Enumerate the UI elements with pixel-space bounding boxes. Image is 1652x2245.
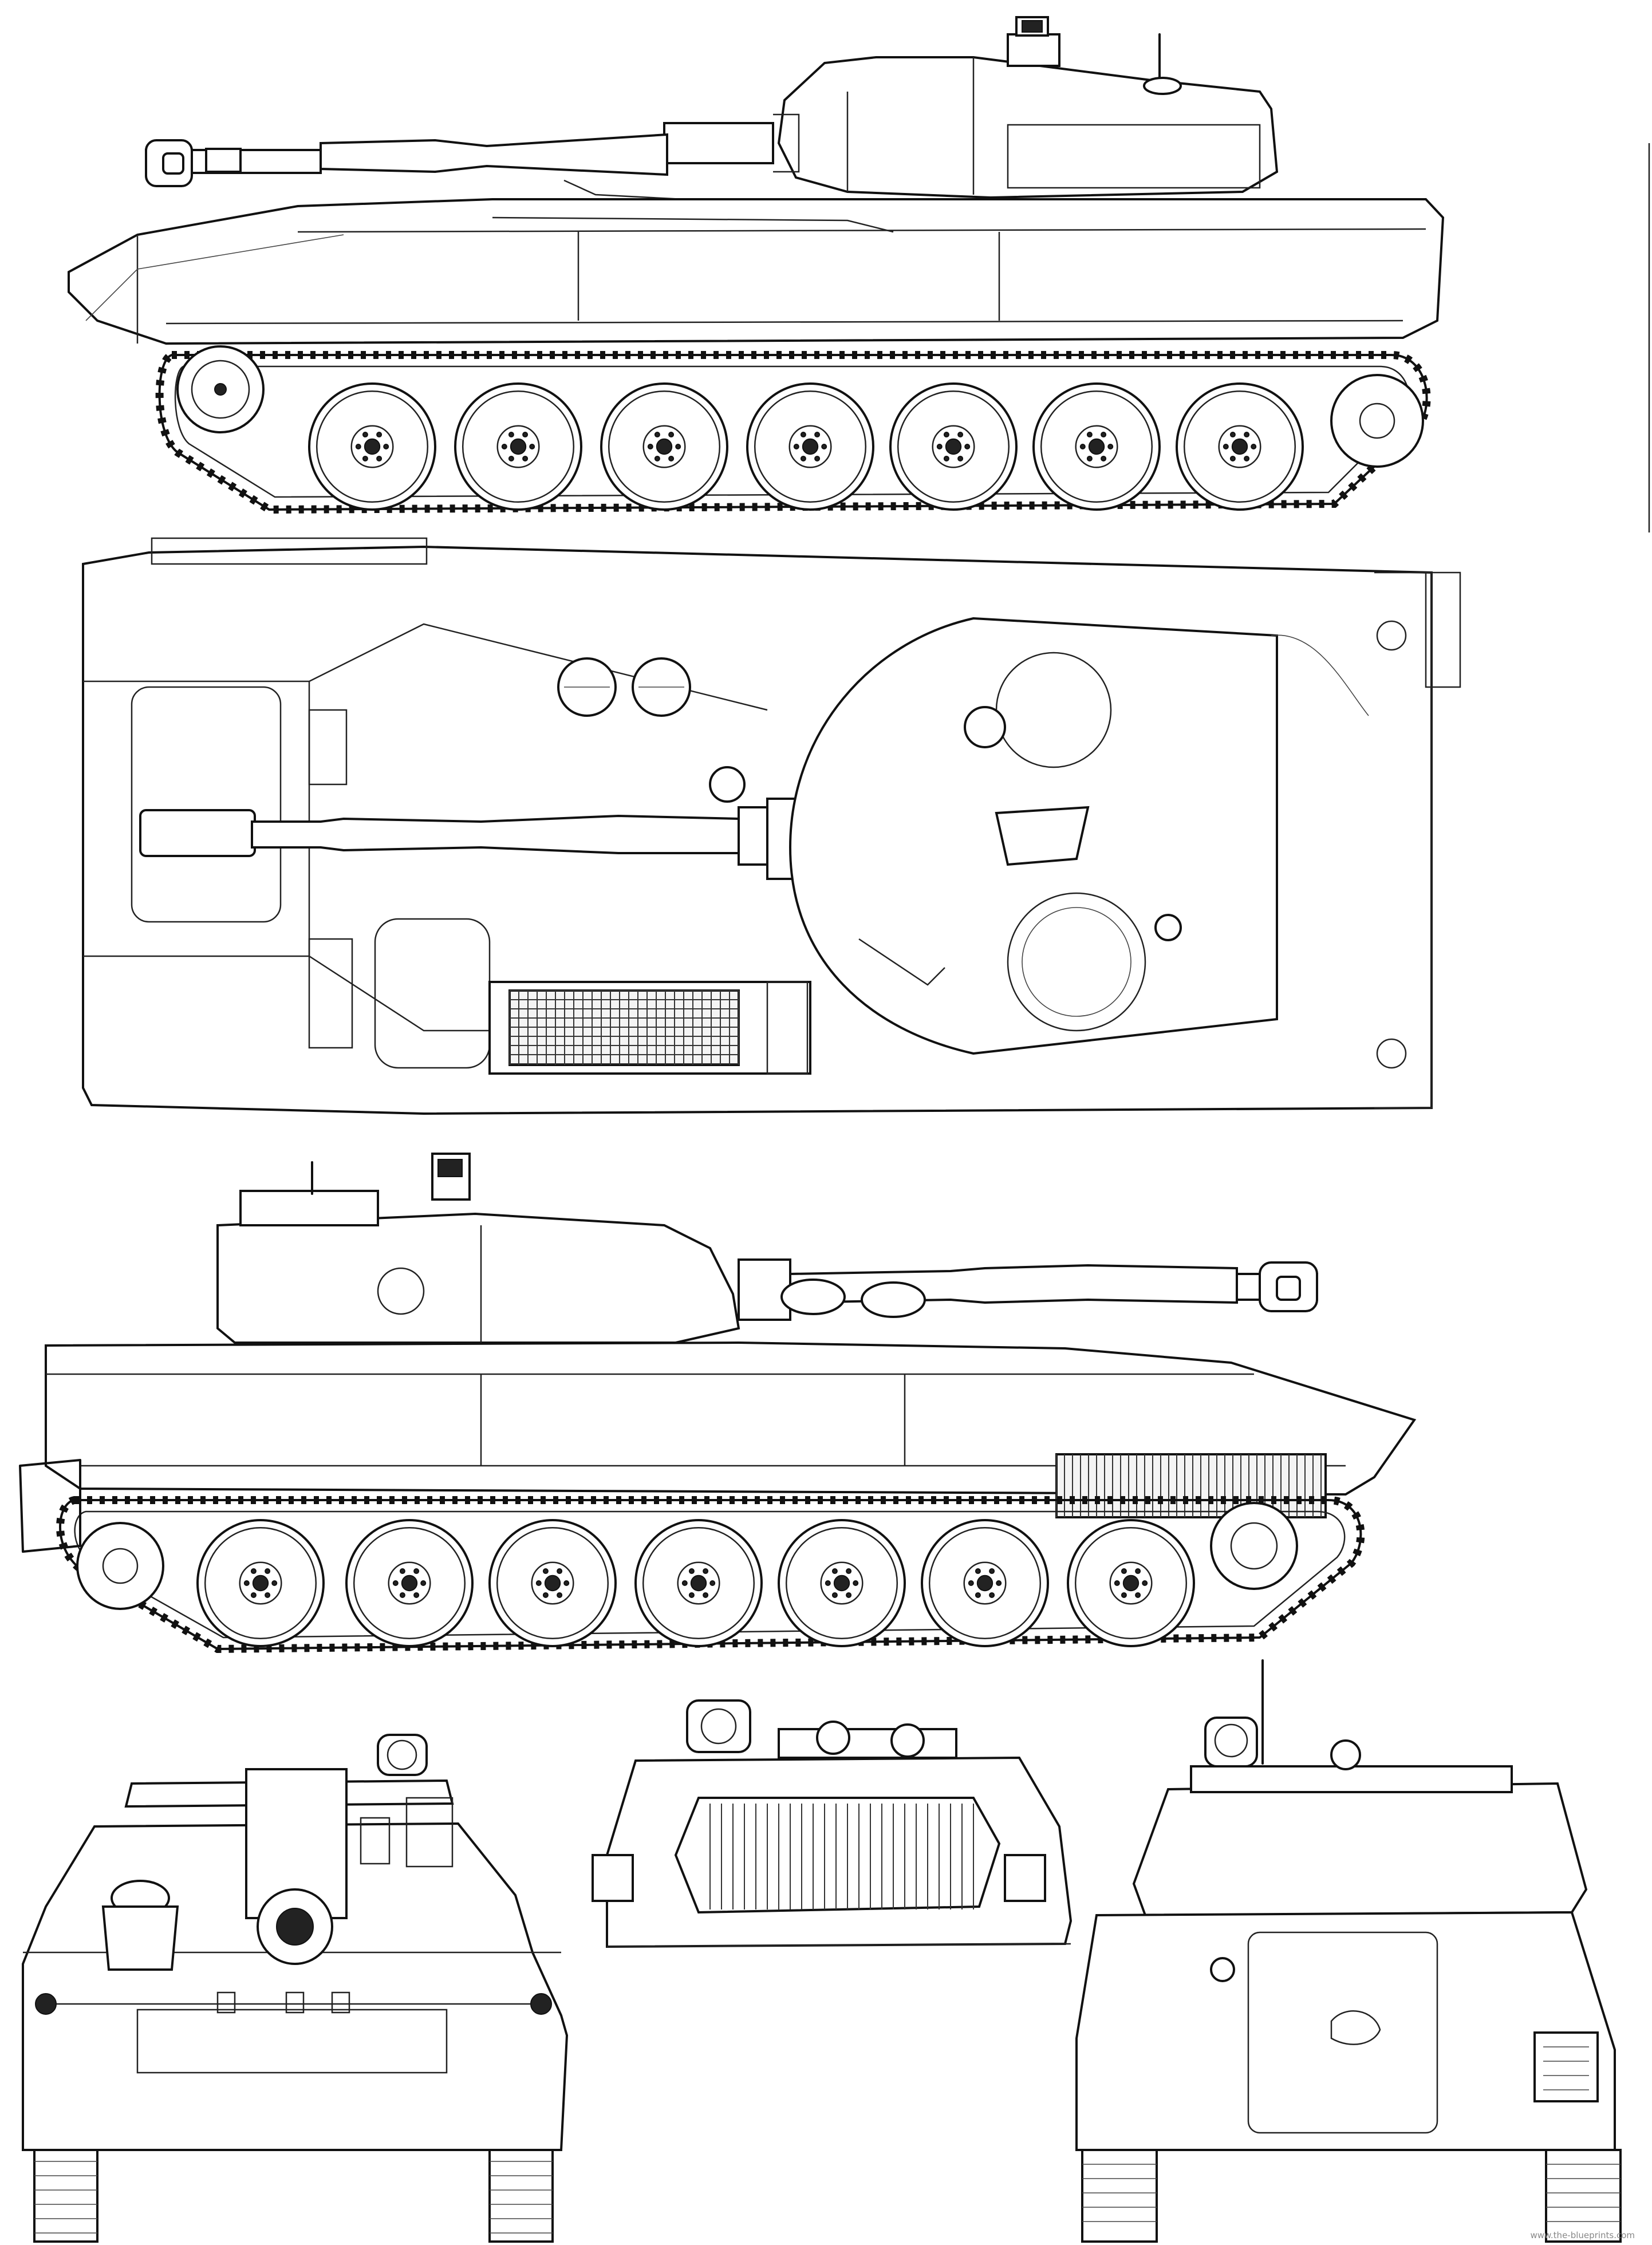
- road-wheel: [600, 382, 728, 511]
- road-wheel: [889, 382, 1018, 511]
- turret: [777, 16, 1279, 199]
- road-wheel: [308, 382, 436, 511]
- rear-view: [1075, 1659, 1622, 2243]
- side-view-left: [19, 1153, 1417, 1654]
- sprocket-front: [176, 345, 265, 433]
- track-left: [56, 1496, 1365, 1654]
- road-wheels-top: [308, 382, 1304, 511]
- road-wheel: [634, 1519, 763, 1647]
- watermark-text: www.the-blueprints.com: [1530, 2230, 1635, 2240]
- idler-left: [1210, 1502, 1298, 1590]
- top-view: [82, 537, 1461, 1115]
- sprocket-left: [76, 1522, 164, 1610]
- front-view: [22, 1734, 569, 2243]
- barrel-left: [738, 1258, 1318, 1321]
- idler-rear: [1330, 374, 1424, 468]
- road-wheel: [921, 1519, 1049, 1647]
- road-wheel: [1032, 382, 1161, 511]
- road-wheel: [454, 382, 582, 511]
- road-wheel: [778, 1519, 906, 1647]
- road-wheel: [1067, 1519, 1195, 1647]
- rear-detail-view: [592, 1699, 1073, 1948]
- hull-left: [45, 1341, 1417, 1518]
- engine-deck-grille: [488, 981, 811, 1075]
- road-wheels-bottom: [196, 1519, 1195, 1647]
- road-wheel: [488, 1519, 617, 1647]
- howitzer-barrel: [145, 113, 800, 204]
- road-wheel: [345, 1519, 474, 1647]
- hull: [68, 198, 1445, 345]
- side-view-right: [68, 16, 1445, 514]
- road-wheel: [196, 1519, 325, 1647]
- road-wheel: [746, 382, 874, 511]
- turret-left: [216, 1153, 740, 1344]
- turret-plan: [709, 617, 1278, 1055]
- road-wheel: [1176, 382, 1304, 511]
